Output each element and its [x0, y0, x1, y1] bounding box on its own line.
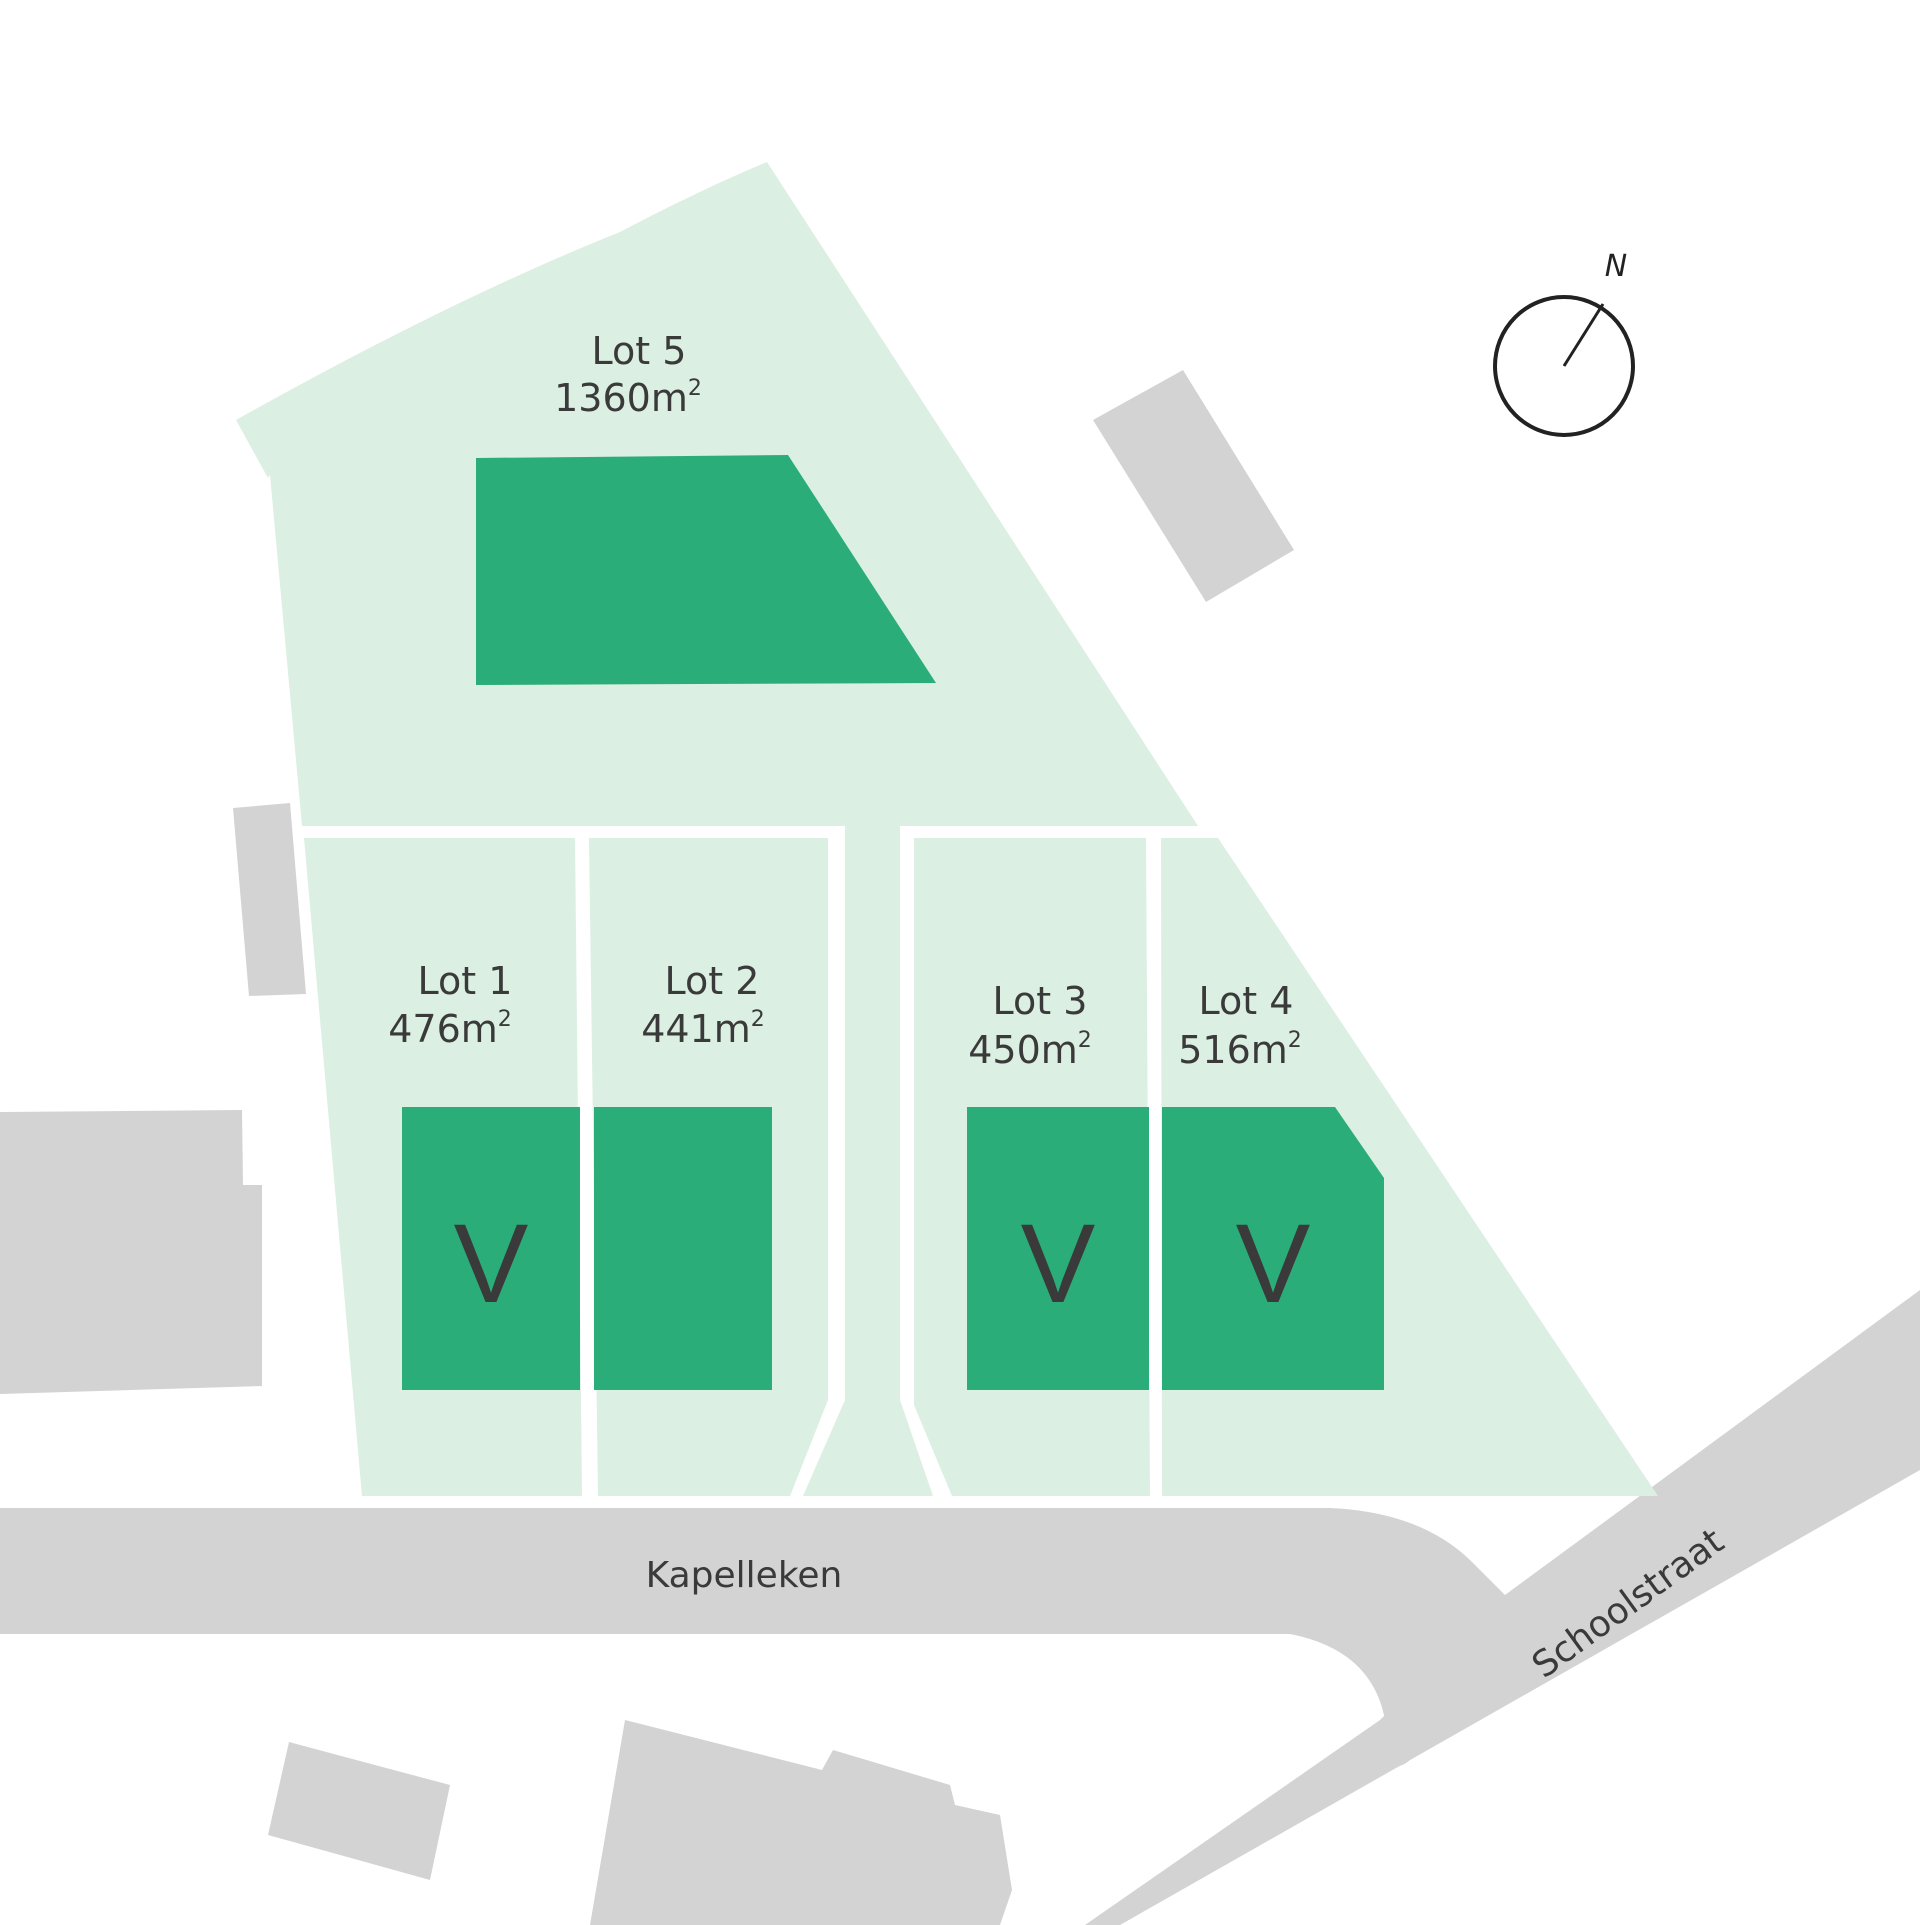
neighbor-building — [1093, 370, 1294, 602]
lot-2-house — [594, 1107, 772, 1390]
neighbor-building — [590, 1720, 1012, 1925]
lot-4-sold-mark: V — [1236, 1201, 1311, 1326]
lot-1-name: Lot 1 — [418, 959, 513, 1003]
lot-1-area: 476m2 — [388, 1007, 512, 1051]
lot-3-sold-mark: V — [1021, 1201, 1096, 1326]
lot-5-area: 1360m2 — [554, 376, 702, 420]
road-kapelleken — [0, 1290, 1920, 1766]
lot-2-area: 441m2 — [641, 1007, 765, 1051]
lot-1-sold-mark: V — [454, 1201, 529, 1326]
lot-4-name: Lot 4 — [1199, 979, 1294, 1023]
north-label: N — [1605, 249, 1627, 284]
road-label-kapelleken: Kapelleken — [646, 1555, 843, 1596]
lot-3-area: 450m2 — [968, 1028, 1092, 1072]
lot-5-house — [476, 455, 936, 685]
north-arrow-icon: N — [1493, 249, 1635, 437]
lot-4-area: 516m2 — [1178, 1028, 1302, 1072]
access-path — [803, 826, 933, 1496]
lot-5-name: Lot 5 — [592, 329, 687, 373]
neighbor-building — [268, 1742, 450, 1880]
neighbor-buildings — [0, 370, 1294, 1925]
lot-4-house — [1162, 1107, 1384, 1390]
lot-2-name: Lot 2 — [665, 959, 760, 1003]
neighbor-building — [233, 803, 306, 996]
road-schoolstraat — [1085, 1382, 1920, 1925]
lot-3-name: Lot 3 — [993, 979, 1088, 1023]
house-footprints — [402, 455, 1384, 1390]
lot-3-house — [967, 1107, 1149, 1390]
lot-1-house — [402, 1107, 580, 1390]
neighbor-building — [0, 1110, 262, 1394]
